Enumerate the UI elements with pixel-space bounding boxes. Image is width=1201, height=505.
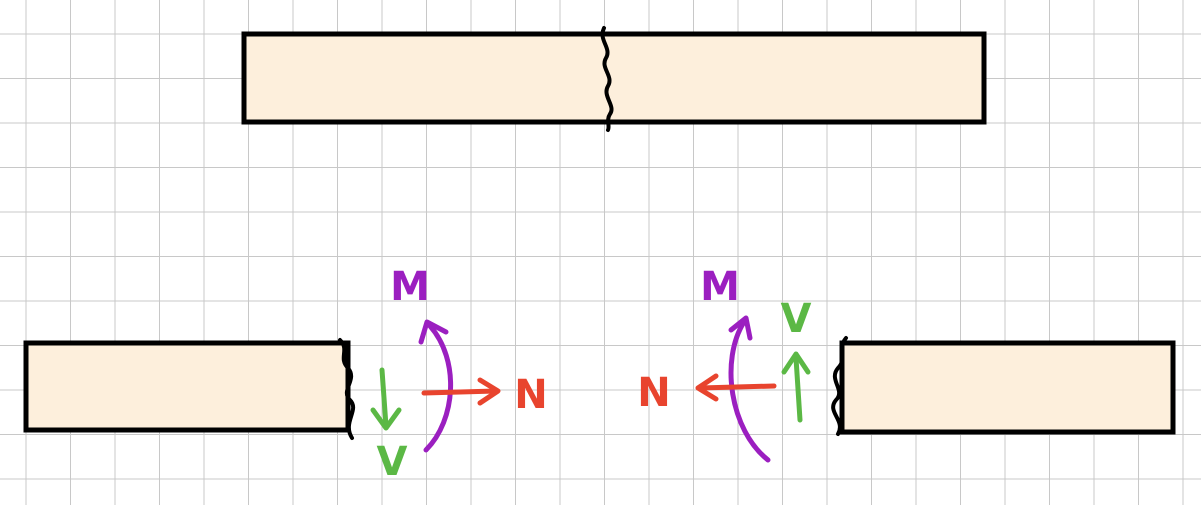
right-moment-arrowhead [728, 315, 753, 341]
left-shear-arrow [379, 367, 389, 429]
right-normal-arrow [697, 383, 777, 391]
right-moment-arrow [728, 319, 771, 463]
full-beam-body [241, 31, 987, 125]
left-shear-arrowhead [370, 407, 402, 431]
full-beam-cut-line [600, 26, 614, 132]
right-segment-body [839, 340, 1176, 435]
left-moment-arrow [423, 323, 454, 453]
left-segment-cut-edge [338, 338, 356, 440]
left-moment-arrowhead [418, 319, 449, 345]
right-segment: M V N [637, 264, 1176, 463]
left-normal-arrow [421, 388, 499, 396]
right-shear-arrow [793, 355, 803, 423]
left-normal-arrowhead [477, 377, 501, 406]
right-shear-label: V [781, 296, 812, 342]
right-shear-arrowhead [781, 351, 811, 375]
left-shear-label: V [377, 439, 408, 485]
left-segment-body [23, 340, 351, 433]
right-normal-arrowhead [695, 373, 719, 402]
left-segment: M V N [23, 264, 548, 485]
left-moment-label: M [390, 264, 430, 310]
right-normal-label: N [637, 370, 670, 416]
right-segment-cut-edge [831, 336, 848, 436]
left-normal-label: N [514, 372, 547, 418]
right-moment-label: M [700, 264, 740, 310]
full-beam [241, 26, 987, 132]
